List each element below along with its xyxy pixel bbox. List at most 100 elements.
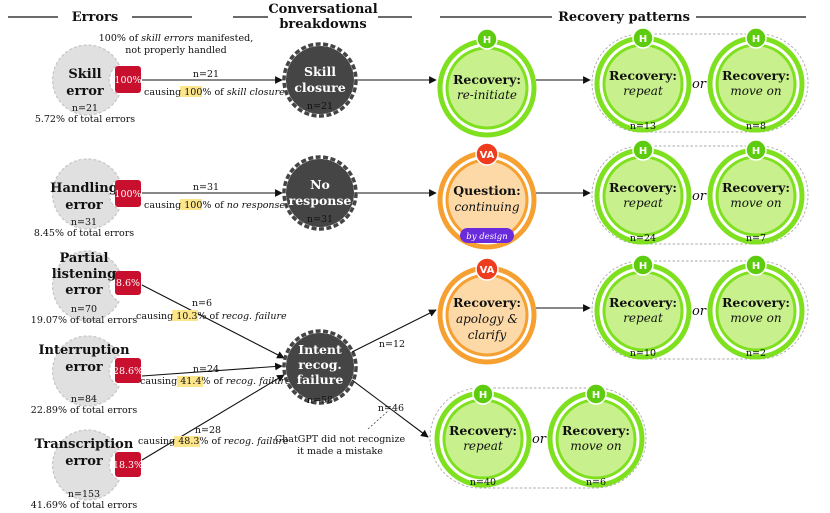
link-handling-caption: causing 100% of no response bbox=[144, 200, 285, 211]
link-partial-n: n=6 bbox=[192, 298, 212, 309]
error-interruption: Interruption error 28.6% n=84 22.89% of … bbox=[31, 335, 143, 416]
group-4-repeat-title: Recovery: bbox=[449, 423, 517, 438]
error-interruption-pct: 28.6% bbox=[113, 366, 143, 377]
link-handling: n=31 causing 100% of no response bbox=[142, 182, 285, 211]
group-1-or: or bbox=[692, 77, 707, 92]
group-4-moveon-sub: move on bbox=[570, 439, 621, 453]
group-2-moveon-badge: H bbox=[752, 146, 760, 157]
group-3-repeat-badge: H bbox=[639, 261, 647, 272]
group-1-repeat-badge: H bbox=[639, 34, 647, 45]
breakdown-skill-closure-n: n=21 bbox=[307, 101, 333, 112]
error-handling-n: n=31 bbox=[71, 217, 97, 228]
recovery-question-badge: VA bbox=[480, 150, 495, 161]
link-transcription-n: n=28 bbox=[195, 425, 221, 436]
error-handling-pct: 100% bbox=[114, 189, 141, 200]
error-partial-share: 19.07% of total errors bbox=[31, 315, 138, 326]
recovery-reinitiate: H Recovery: re-initiate bbox=[437, 28, 537, 138]
group-4-repeat-badge: H bbox=[479, 390, 487, 401]
group-4-or: or bbox=[532, 432, 547, 447]
group-3-moveon-badge: H bbox=[752, 261, 760, 272]
error-handling: Handling error 100% n=31 8.45% of total … bbox=[34, 158, 142, 239]
breakdown-no-response: No response n=31 bbox=[282, 155, 358, 231]
intent-lower-n: n=46 bbox=[378, 403, 404, 414]
recovery-question-tag: by design bbox=[466, 232, 507, 242]
group-2-or: or bbox=[692, 189, 707, 204]
group-2-moveon-n: n=7 bbox=[746, 233, 766, 244]
skill-note-line2: not properly handled bbox=[125, 45, 226, 56]
recovery-reinitiate-sub: re-initiate bbox=[457, 88, 517, 102]
error-partial-line1: Partial bbox=[59, 251, 108, 266]
link-transcription: n=28 causing 48.3% of recog. failure bbox=[138, 374, 289, 461]
group-2-repeat-n: n=24 bbox=[630, 233, 656, 244]
breakdown-intent-n: n=58 bbox=[307, 395, 333, 406]
error-transcription-pct: 18.3% bbox=[113, 460, 143, 471]
group-3: H Recovery: repeat n=10 or H Recovery: m… bbox=[591, 254, 809, 360]
group-3-repeat-sub: repeat bbox=[623, 311, 663, 325]
header-breakdowns-line1: Conversational bbox=[268, 2, 377, 17]
breakdown-skill-closure: Skill closure n=21 bbox=[282, 42, 358, 118]
breakdown-no-response-n: n=31 bbox=[307, 214, 333, 225]
breakdown-intent-line2: recog. bbox=[298, 357, 342, 372]
intent-note-line1: ChatGPT did not recognize bbox=[275, 434, 406, 445]
intent-note-line2: it made a mistake bbox=[297, 446, 383, 457]
recovery-question: VA Question: continuing by design bbox=[437, 142, 537, 250]
breakdown-skill-closure-line2: closure bbox=[294, 80, 345, 95]
recovery-apology-sub2: clarify bbox=[468, 328, 507, 342]
error-skill-share: 5.72% of total errors bbox=[35, 114, 135, 125]
header-breakdowns: Conversational breakdowns bbox=[233, 2, 412, 32]
error-skill-n: n=21 bbox=[72, 103, 98, 114]
group-1-repeat-title: Recovery: bbox=[609, 68, 677, 83]
recovery-reinitiate-title: Recovery: bbox=[453, 72, 521, 87]
link-skill-caption: causing 100% of skill closure bbox=[144, 87, 285, 98]
group-1-repeat-n: n=13 bbox=[630, 121, 656, 132]
group-1: H Recovery: repeat n=13 or H Recovery: m… bbox=[591, 27, 809, 133]
error-interruption-line2: error bbox=[65, 360, 103, 375]
breakdown-no-response-line1: No bbox=[310, 177, 330, 192]
link-skill: n=21 causing 100% of skill closure bbox=[142, 69, 285, 98]
recovery-question-title: Question: bbox=[453, 183, 521, 198]
recovery-apology-badge: VA bbox=[480, 265, 495, 276]
error-skill-line1: Skill bbox=[68, 67, 101, 82]
header-breakdowns-line2: breakdowns bbox=[279, 17, 366, 32]
recovery-apology: VA Recovery: apology & clarify bbox=[437, 257, 537, 365]
group-3-or: or bbox=[692, 304, 707, 319]
error-partial-line3: error bbox=[65, 283, 103, 298]
group-2-repeat-badge: H bbox=[639, 146, 647, 157]
recovery-apology-title: Recovery: bbox=[453, 295, 521, 310]
error-handling-line2: error bbox=[65, 198, 103, 213]
group-3-repeat-n: n=10 bbox=[630, 348, 656, 359]
group-1-repeat-sub: repeat bbox=[623, 84, 663, 98]
link-interruption-caption: causing 41.4% of recog. failure bbox=[140, 376, 291, 387]
recovery-apology-sub1: apology & bbox=[456, 312, 518, 326]
error-interruption-line1: Interruption bbox=[38, 343, 130, 358]
group-1-moveon-badge: H bbox=[752, 34, 760, 45]
group-3-moveon-title: Recovery: bbox=[722, 295, 790, 310]
error-transcription-share: 41.69% of total errors bbox=[31, 500, 138, 511]
group-4-moveon-badge: H bbox=[592, 390, 600, 401]
error-handling-share: 8.45% of total errors bbox=[34, 228, 134, 239]
group-4-moveon-n: n=6 bbox=[586, 477, 606, 488]
error-skill: Skill error 100% n=21 5.72% of total err… bbox=[35, 44, 142, 125]
error-skill-pct: 100% bbox=[114, 75, 141, 86]
header-errors-label: Errors bbox=[72, 10, 118, 25]
recovery-reinitiate-badge: H bbox=[483, 35, 491, 46]
skill-note-line1: 100% of skill errors manifested, bbox=[99, 33, 253, 44]
error-partial-line2: listening bbox=[52, 267, 116, 282]
error-partial-pct: 8.6% bbox=[116, 278, 140, 289]
error-partial: Partial listening error 8.6% n=70 19.07%… bbox=[31, 250, 141, 326]
link-interruption: n=24 causing 41.4% of recog. failure bbox=[140, 362, 291, 387]
link-partial: n=6 causing 10.3% of recog. failure bbox=[136, 284, 287, 359]
error-interruption-n: n=84 bbox=[71, 394, 97, 405]
group-2-moveon-sub: move on bbox=[730, 196, 781, 210]
header-errors: Errors bbox=[8, 10, 192, 25]
link-interruption-n: n=24 bbox=[193, 364, 219, 375]
group-4-repeat-n: n=40 bbox=[470, 477, 496, 488]
error-skill-line2: error bbox=[66, 84, 104, 99]
group-4: H Recovery: repeat n=40 or H Recovery: m… bbox=[429, 383, 647, 489]
error-transcription-line1: Transcription bbox=[35, 437, 134, 452]
group-2-repeat-title: Recovery: bbox=[609, 180, 677, 195]
group-4-repeat-sub: repeat bbox=[463, 439, 503, 453]
link-handling-n: n=31 bbox=[193, 182, 219, 193]
arrow-intent-apology bbox=[351, 309, 437, 353]
